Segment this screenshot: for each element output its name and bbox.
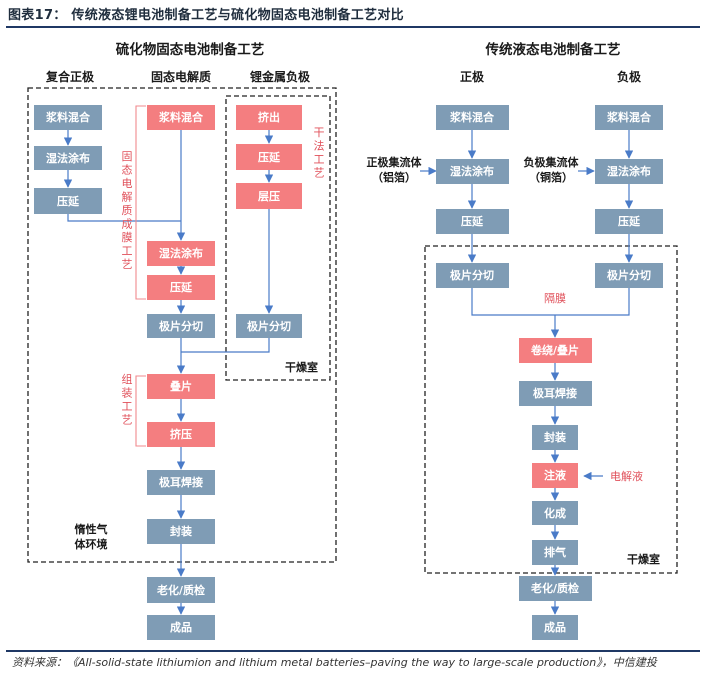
svg-text:排气: 排气 bbox=[544, 545, 566, 559]
box-neg-slitting: 极片分切 bbox=[595, 263, 663, 288]
box-pressing: 挤压 bbox=[147, 422, 215, 447]
inert-gas-label: 惰性气体环境 bbox=[75, 522, 108, 551]
svg-text:湿法涂布: 湿法涂布 bbox=[607, 164, 651, 178]
box-pos-wet-coating: 湿法涂布 bbox=[436, 159, 509, 184]
footer-rule bbox=[6, 650, 700, 652]
box-winding-stacking: 卷绕/叠片 bbox=[519, 338, 592, 363]
col-header-solid-electrolyte: 固态电解质 bbox=[151, 69, 211, 84]
assembly-process-bracket bbox=[135, 375, 146, 447]
box-cathode-wet-coating: 湿法涂布 bbox=[34, 146, 102, 170]
svg-text:化成: 化成 bbox=[544, 506, 566, 520]
box-anode-calendering: 压延 bbox=[236, 144, 302, 170]
source-note: 资料来源：《All-solid-state lithiumion and lit… bbox=[12, 656, 657, 669]
box-aging-inspection-right: 老化/质检 bbox=[519, 576, 592, 601]
box-tab-welding-left: 极耳焊接 bbox=[147, 470, 215, 495]
assembly-process-label: 组装工艺 bbox=[122, 372, 133, 427]
figure-title: 图表17： 传统液态锂电池制备工艺与硫化物固态电池制备工艺对比 bbox=[8, 8, 404, 23]
svg-text:封装: 封装 bbox=[544, 430, 566, 444]
svg-text:封装: 封装 bbox=[170, 524, 192, 538]
box-electrolyte-filling: 注液 bbox=[532, 463, 578, 488]
box-anode-slitting: 极片分切 bbox=[236, 314, 302, 338]
dry-process-label: 干法工艺 bbox=[314, 126, 325, 180]
header-rule bbox=[6, 26, 700, 28]
svg-text:压延: 压延 bbox=[618, 214, 641, 228]
box-formation: 化成 bbox=[532, 501, 578, 525]
box-neg-slurry-mixing: 浆料混合 bbox=[595, 105, 663, 130]
box-neg-calendering: 压延 bbox=[595, 209, 663, 234]
positive-collector-label: 正极集流体（铝箔） bbox=[367, 155, 423, 184]
box-tab-welding-right: 极耳焊接 bbox=[519, 381, 592, 406]
box-packaging-right: 封装 bbox=[532, 425, 578, 450]
box-electrolyte-slurry-mixing: 浆料混合 bbox=[147, 105, 215, 130]
col-header-negative: 负极 bbox=[617, 69, 642, 84]
svg-text:挤出: 挤出 bbox=[258, 110, 280, 124]
box-packaging-left: 封装 bbox=[147, 519, 215, 544]
col-header-composite-cathode: 复合正极 bbox=[45, 69, 95, 84]
svg-text:老化/质检: 老化/质检 bbox=[530, 581, 579, 595]
separator-label: 隔膜 bbox=[544, 292, 566, 305]
svg-text:压延: 压延 bbox=[57, 194, 80, 208]
svg-text:浆料混合: 浆料混合 bbox=[46, 110, 91, 124]
box-neg-wet-coating: 湿法涂布 bbox=[595, 159, 663, 184]
left-connectors bbox=[63, 130, 274, 615]
box-pos-slurry-mixing: 浆料混合 bbox=[436, 105, 509, 130]
svg-text:湿法涂布: 湿法涂布 bbox=[46, 151, 90, 165]
svg-text:注液: 注液 bbox=[544, 468, 567, 482]
box-electrolyte-calendering: 压延 bbox=[147, 275, 215, 300]
electrolyte-label: 电解液 bbox=[610, 469, 643, 483]
svg-text:压延: 压延 bbox=[170, 280, 193, 294]
svg-text:极片分切: 极片分切 bbox=[450, 268, 494, 282]
svg-text:湿法涂布: 湿法涂布 bbox=[159, 246, 203, 260]
box-stacking: 叠片 bbox=[147, 374, 215, 399]
box-pos-slitting: 极片分切 bbox=[436, 263, 509, 288]
svg-text:浆料混合: 浆料混合 bbox=[159, 110, 204, 124]
svg-text:浆料混合: 浆料混合 bbox=[450, 110, 495, 124]
box-product-right: 成品 bbox=[532, 615, 578, 640]
svg-text:极耳焊接: 极耳焊接 bbox=[159, 475, 203, 489]
box-anode-extrusion: 挤出 bbox=[236, 105, 302, 130]
svg-text:压延: 压延 bbox=[258, 150, 281, 164]
svg-text:极耳焊接: 极耳焊接 bbox=[533, 386, 577, 400]
box-product-left: 成品 bbox=[147, 615, 215, 640]
svg-text:层压: 层压 bbox=[257, 189, 280, 203]
box-cathode-calendering: 压延 bbox=[34, 188, 102, 214]
right-connectors bbox=[420, 130, 634, 615]
svg-text:浆料混合: 浆料混合 bbox=[607, 110, 652, 124]
box-pos-calendering: 压延 bbox=[436, 209, 509, 234]
svg-text:湿法涂布: 湿法涂布 bbox=[450, 164, 494, 178]
svg-text:叠片: 叠片 bbox=[170, 379, 192, 393]
svg-text:老化/质检: 老化/质检 bbox=[156, 583, 205, 597]
left-dry-room-label: 干燥室 bbox=[285, 360, 318, 374]
inert-gas-region bbox=[27, 87, 337, 563]
box-anode-lamination: 层压 bbox=[236, 183, 302, 209]
svg-text:成品: 成品 bbox=[544, 620, 566, 634]
membrane-process-label: 固态电解质成膜工艺 bbox=[122, 150, 133, 271]
membrane-process-bracket bbox=[135, 105, 146, 300]
svg-text:极片分切: 极片分切 bbox=[607, 268, 651, 282]
right-diagram-title: 传统液态电池制备工艺 bbox=[485, 41, 621, 58]
svg-text:压延: 压延 bbox=[461, 214, 484, 228]
negative-collector-label: 负极集流体（铜箔） bbox=[524, 155, 580, 184]
col-header-lithium-anode: 锂金属负极 bbox=[250, 69, 311, 84]
process-comparison-diagram: 硫化物固态电池制备工艺 传统液态电池制备工艺 复合正极 固态电解质 锂金属负极 … bbox=[27, 41, 678, 640]
svg-text:成品: 成品 bbox=[170, 620, 192, 634]
left-diagram-title: 硫化物固态电池制备工艺 bbox=[116, 41, 265, 58]
box-degassing: 排气 bbox=[532, 540, 578, 565]
svg-text:挤压: 挤压 bbox=[170, 427, 192, 441]
box-cathode-slurry-mixing: 浆料混合 bbox=[34, 105, 102, 130]
left-dry-room-region bbox=[225, 95, 331, 381]
right-dry-room-label: 干燥室 bbox=[627, 552, 660, 566]
svg-text:极片分切: 极片分切 bbox=[247, 319, 291, 333]
box-electrolyte-wet-coating: 湿法涂布 bbox=[147, 241, 215, 266]
box-aging-inspection-left: 老化/质检 bbox=[147, 577, 215, 603]
svg-text:卷绕/叠片: 卷绕/叠片 bbox=[530, 343, 579, 357]
col-header-positive: 正极 bbox=[460, 69, 485, 84]
box-electrolyte-slitting: 极片分切 bbox=[147, 314, 215, 338]
svg-text:极片分切: 极片分切 bbox=[159, 319, 203, 333]
